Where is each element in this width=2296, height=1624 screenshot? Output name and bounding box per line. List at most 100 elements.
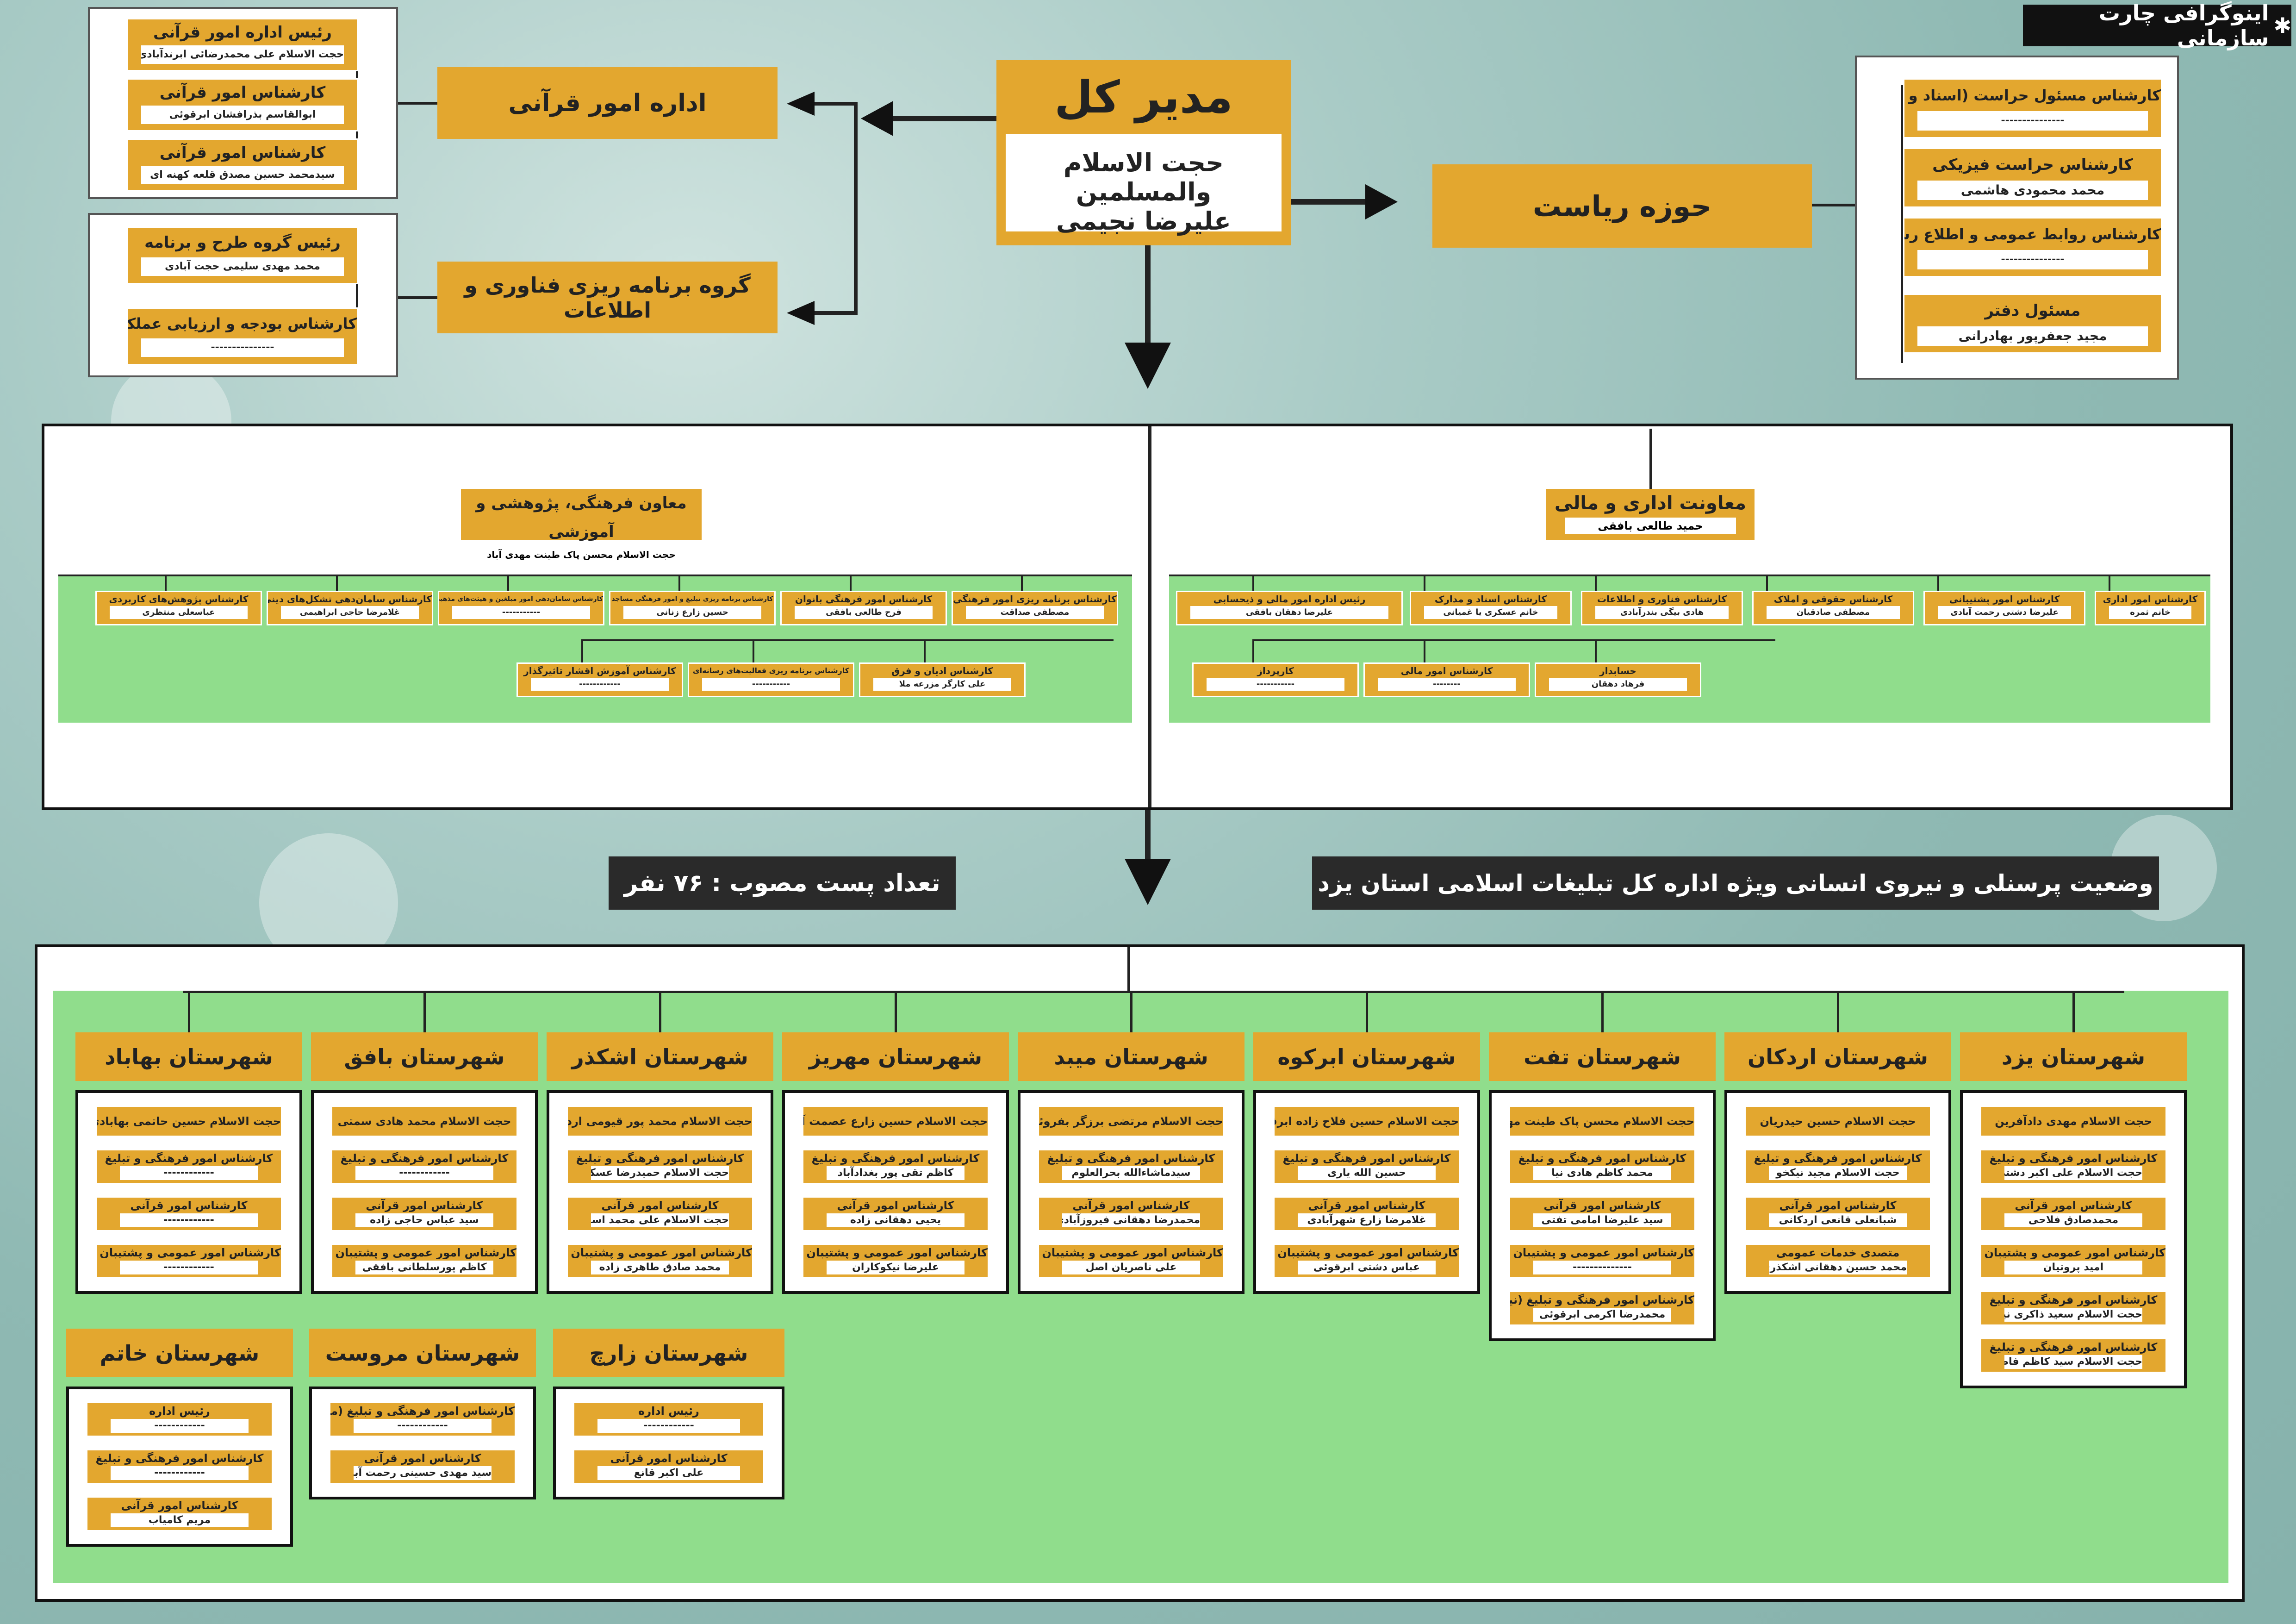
staff-card: کارشناس امور عمومی و پشتیبان فرهنگیمحمد … [568,1245,752,1277]
city-staff-list: حجت الاسلام حسین فلاح زاده ابرقوئی کارشنا… [1253,1090,1480,1294]
culture-deputy-box: معاون فرهنگی، پژوهشی و آموزشی حجت الاسلا… [461,489,702,563]
member-card: کارشناس برنامه ریزی فعالیت‌های رسانه‌ای-… [688,662,854,697]
city-staff-list: حجت الاسلام حسین زارع عصمت آباد کارشناس ا… [782,1090,1009,1294]
staff-card: حجت الاسلام حسین حاتمی بهابادی [97,1107,281,1136]
city-header: شهرستان زارچ [553,1329,784,1377]
staff-card: حجت الاسلام حسین حیدریان [1746,1107,1930,1136]
arrow-down-icon [1125,343,1171,389]
staff-card: حجت الاسلام محسن پاک طینت مهدی آباد [1510,1107,1694,1136]
arrow-down-icon [1125,859,1171,905]
city-header: شهرستان مروست [309,1329,536,1377]
member-card: کارشناس سامان‌دهی امور مبلغین و هیئت‌های… [438,591,604,625]
member-card: کارشناس روابط عمومی و اطلاع رسانی-------… [1903,217,2162,277]
arrow-left-icon [787,301,815,325]
city-column: شهرستان مروست کارشناس امور فرهنگی و تبلیغ… [309,1329,536,1499]
staff-card: کارشناس امور فرهنگی و تبلیغ------------ [97,1150,281,1183]
city-staff-list: رئیس اداره------------کارشناس امور قرآنی… [553,1387,784,1499]
city-column: شهرستان مهریز حجت الاسلام حسین زارع عصمت … [782,991,1009,1294]
member-card: کارشناس برنامه ریزی تبلیغ و امور فرهنگی … [609,591,776,625]
member-card: کارشناس مسئول حراست (اسناد و IT)--------… [1903,78,2162,138]
city-header: شهرستان تفت [1489,1032,1716,1081]
staff-card: حجت الاسلام محمد هادی سمتی [332,1107,516,1136]
staff-card: حجت الاسلام حسین زارع عصمت آباد [803,1107,988,1136]
city-column: شهرستان بافق حجت الاسلام محمد هادی سمتی کا… [311,991,538,1294]
staff-card: حجت الاسلام مهدی دادآفرین [1981,1107,2165,1136]
planning-group-box: گروه برنامه ریزی فناوری و اطلاعات [437,262,778,333]
director-title: مدیر کل [1054,71,1233,123]
staff-card: کارشناس امور فرهنگی و تبلیغ------------ [332,1150,516,1183]
presidency-members: کارشناس مسئول حراست (اسناد و IT)--------… [1855,56,2179,380]
staff-card: حجت الاسلام حسین فلاح زاده ابرقوئی [1275,1107,1459,1136]
city-staff-list: حجت الاسلام مرتضی برزگر بفروئی کارشناس ام… [1018,1090,1244,1294]
staff-card: کارشناس امور عمومی و پشتیبان فرهنگیامید … [1981,1245,2165,1277]
city-column: شهرستان تفت حجت الاسلام محسن پاک طینت مهد… [1489,991,1716,1341]
asterisk-icon: ✱ [2273,13,2291,38]
city-staff-list: رئیس اداره------------کارشناس امور فرهنگ… [66,1387,293,1547]
city-header: شهرستان میبد [1018,1032,1244,1081]
city-staff-list: کارشناس امور فرهنگی و تبلیغ (مسئول تبلیغ… [309,1387,536,1499]
corner-title: ✱اینوگرافی چارت سازمانی [2023,0,2291,50]
city-staff-list: حجت الاسلام حسین حاتمی بهابادی کارشناس ام… [75,1090,302,1294]
city-staff-list: حجت الاسلام مهدی دادآفرین کارشناس امور فر… [1960,1090,2187,1388]
member-card: کارپرداز----------- [1192,662,1359,697]
staff-card: حجت الاسلام مرتضی برزگر بفروئی [1039,1107,1223,1136]
city-column: شهرستان میبد حجت الاسلام مرتضی برزگر بفرو… [1018,991,1244,1294]
staff-status-banner: وضعیت پرسنلی و نیروی انسانی ویژه اداره ک… [1312,856,2159,910]
city-header: شهرستان خاتم [66,1329,293,1377]
arrow-left-icon [787,92,815,116]
staff-card: کارشناس امور عمومی و پشتیبان فرهنگیعلیرض… [803,1245,988,1277]
city-header: شهرستان بهاباد [75,1032,302,1081]
city-header: شهرستان ابرکوه [1253,1032,1480,1081]
city-column: شهرستان بهاباد حجت الاسلام حسین حاتمی بها… [75,991,302,1294]
staff-card: رئیس اداره------------ [87,1403,272,1436]
posts-count-banner: تعداد پست مصوب : ۷۶ نفر [609,856,956,910]
staff-card: حجت الاسلام محمد پور قیومی اردکانی [568,1107,752,1136]
city-header: شهرستان مهریز [782,1032,1009,1081]
member-card: کارشناس آموزش اقشار تاثیرگذار-----------… [516,662,683,697]
staff-card: کارشناس امور فرهنگی و تبلیغ (نیر)محمدرضا… [1510,1292,1694,1324]
city-header: شهرستان بافق [311,1032,538,1081]
admin-deputy-box: معاونت اداری و مالی حمید طالعی بافقی [1546,489,1755,540]
city-staff-list: حجت الاسلام محسن پاک طینت مهدی آباد کارشن… [1489,1090,1716,1341]
arrow-right-icon [1365,184,1398,219]
